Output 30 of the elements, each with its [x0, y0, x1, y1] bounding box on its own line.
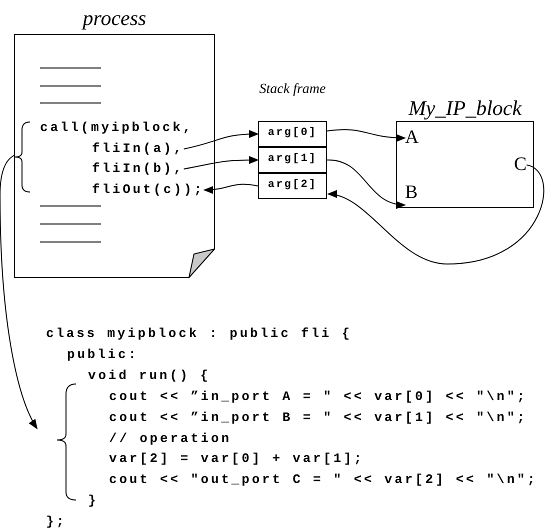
code-line: fliIn(b), [92, 161, 184, 177]
code-line: var[2] = var[0] + var[1]; [109, 451, 364, 468]
port-label: C [514, 155, 527, 175]
arrow [203, 184, 258, 194]
code-line: cout << ”in_port B = " << var[1] << "\n"; [109, 410, 528, 426]
stack-cell: arg[0] [258, 121, 327, 147]
arrow [327, 164, 544, 264]
code-line: // operation [109, 430, 232, 446]
code-line: call(myipblock, [40, 120, 194, 136]
code-line: class myipblock : public fli { [46, 326, 352, 342]
code-line: void run() { [88, 368, 210, 384]
process-title: process [80, 6, 148, 31]
arrow [183, 156, 259, 170]
port-label: B [405, 183, 418, 203]
stack-cell: arg[1] [258, 147, 327, 173]
port-label: A [405, 128, 419, 148]
code-line: } [88, 493, 98, 510]
code-line: fliIn(a), [92, 141, 184, 157]
block-title: My_IP_block [407, 96, 523, 121]
code-line: public: [67, 346, 138, 363]
arrow [326, 129, 406, 142]
arrow [0, 154, 38, 430]
stack-frame-label: Stack frame [258, 81, 327, 99]
stack-cell: arg[2] [258, 173, 327, 199]
arrow [183, 130, 259, 150]
code-line: cout << ”in_port A = " << var[0] << "\n"; [109, 388, 528, 405]
code-line: fliOut(c)); [92, 182, 204, 198]
code-line: }; [46, 514, 66, 530]
arrow [326, 160, 406, 208]
code-line: cout << "out_port C = " << var[2] << "\n"; [109, 472, 538, 488]
